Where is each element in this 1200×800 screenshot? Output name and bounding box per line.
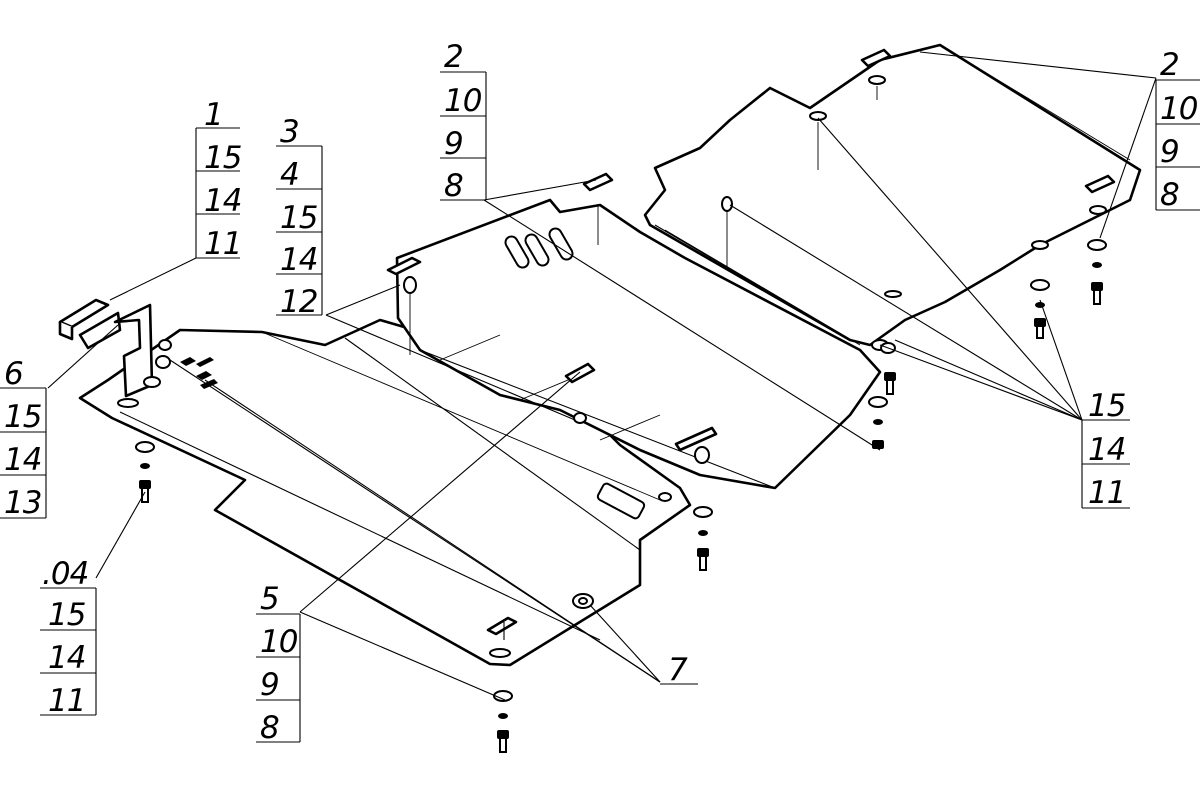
- plate-front-rect-cutout: [596, 482, 646, 520]
- callout-6: 6 15 14 13: [0, 356, 47, 521]
- callout-label: 1: [204, 97, 223, 133]
- callout-label: 8: [1160, 177, 1179, 213]
- callout-label: 9: [444, 126, 463, 162]
- callout-label: 3: [280, 114, 299, 150]
- callout-label: 9: [260, 667, 279, 703]
- callout-2-right: 2 10 9 8: [1155, 47, 1200, 213]
- callout-label: 14: [1088, 432, 1125, 468]
- callout-04: .04 15 14 11: [40, 556, 97, 719]
- callout-label: 7: [668, 652, 688, 688]
- callout-label: 15: [4, 399, 42, 435]
- callout-label: 15: [48, 597, 86, 633]
- callout-2-center: 2 10 9 8: [440, 39, 487, 204]
- plate-front: [78, 318, 692, 667]
- callout-label: 10: [444, 83, 482, 119]
- callout-label: 8: [444, 168, 463, 204]
- callout-label: 9: [1160, 134, 1179, 170]
- callout-label: 4: [280, 157, 299, 193]
- callout-label: 15: [280, 200, 318, 236]
- callout-15-right: 15 14 11: [1081, 388, 1130, 511]
- callout-label: 14: [4, 442, 41, 478]
- callout-label: 15: [204, 140, 242, 176]
- callout-label: 2: [444, 39, 463, 75]
- callout-7: 7: [660, 652, 698, 688]
- bracket-front-left: [58, 298, 218, 398]
- fastener-stack-left: [135, 441, 155, 503]
- callout-label: 11: [48, 683, 85, 719]
- callout-label: 5: [260, 581, 279, 617]
- callout-label: 14: [48, 640, 85, 676]
- callout-label: 14: [204, 183, 241, 219]
- plate-rear: [643, 43, 1142, 351]
- callout-label: 11: [204, 226, 241, 262]
- fastener-stack-middle: [693, 396, 888, 571]
- fastener-stack-rear: [880, 239, 1107, 395]
- callout-label: 6: [4, 356, 23, 392]
- callout-label: 13: [4, 485, 41, 521]
- callout-label: 11: [1088, 475, 1125, 511]
- leader-lines: [47, 51, 1157, 701]
- callout-label: 10: [260, 624, 298, 660]
- callout-label: 8: [260, 710, 279, 746]
- callout-3: 3 4 15 14 12: [276, 114, 323, 320]
- callout-label: .04: [42, 556, 88, 592]
- callout-1: 1 15 14 11: [195, 97, 243, 262]
- callout-label: 15: [1088, 388, 1126, 424]
- callout-5: 5 10 9 8: [256, 581, 301, 746]
- callout-label: 14: [280, 242, 317, 278]
- callout-label: 2: [1160, 47, 1179, 83]
- fastener-stack-bottom: [493, 690, 513, 753]
- callout-label: 12: [280, 284, 317, 320]
- callout-label: 10: [1160, 91, 1198, 127]
